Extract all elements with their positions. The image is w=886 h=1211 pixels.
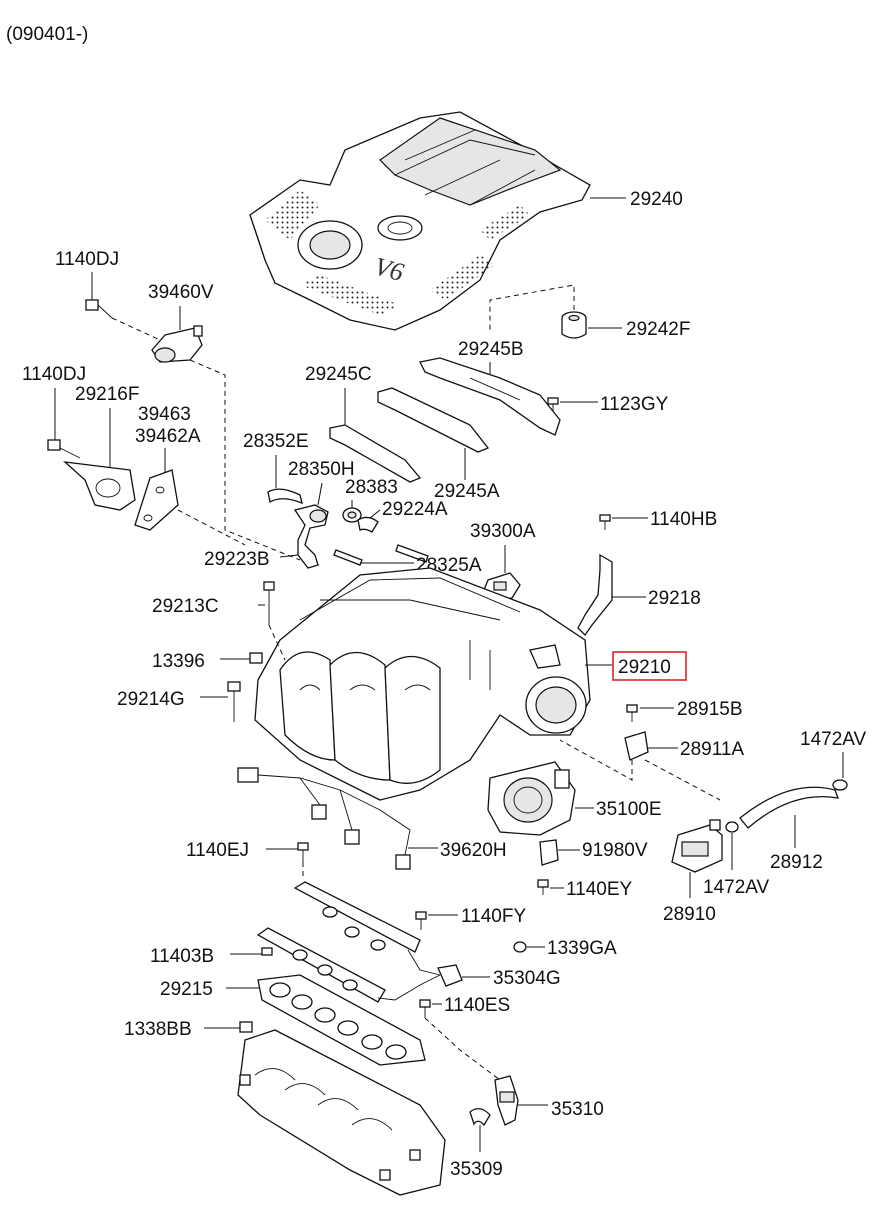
label-29245C: 29245C [305, 364, 372, 385]
bolt-1140HB [599, 514, 611, 530]
label-35304G: 35304G [493, 968, 561, 989]
gasket-39462A [134, 469, 179, 531]
label-1472AV-b: 1472AV [703, 877, 770, 898]
label-1140HB: 1140HB [650, 509, 717, 530]
label-28911A: 28911A [680, 739, 744, 760]
label-28912: 28912 [770, 852, 823, 873]
intake-manifold-29210 [254, 567, 591, 801]
grommet-29242F [561, 311, 587, 339]
label-28383: 28383 [345, 477, 398, 498]
throttle-body-35100E [487, 761, 576, 836]
bracket-29245C [329, 424, 422, 483]
bolt-1140DJ-a [85, 299, 113, 319]
label-35310: 35310 [551, 1099, 604, 1120]
stud-29213C [263, 581, 275, 625]
wiring-harness-39620H [237, 767, 411, 870]
bracket-29245A [377, 387, 490, 453]
fuel-rail [256, 881, 441, 1003]
clip-35309 [469, 1108, 491, 1127]
bolt-1140EJ [297, 842, 309, 862]
bracket-29218 [577, 553, 613, 637]
label-28915B: 28915B [677, 699, 743, 720]
label-1140DJ-a: 1140DJ [55, 249, 119, 270]
label-13396: 13396 [152, 651, 205, 672]
label-28910: 28910 [663, 904, 716, 925]
valve-28383 [342, 507, 362, 523]
stud-28325A [333, 544, 429, 566]
label-29216F: 29216F [75, 384, 139, 405]
bolt-29214G [227, 681, 241, 722]
nut-1338BB [239, 1021, 253, 1033]
nut-13396 [249, 652, 263, 664]
label-29210: 29210 [618, 657, 671, 678]
injector-35310 [494, 1075, 519, 1126]
bolt-1140DJ-b [47, 439, 81, 459]
label-39460V: 39460V [148, 282, 214, 303]
label-29240: 29240 [630, 189, 683, 210]
bolt-1123GY [547, 397, 559, 412]
nut-1339GA [513, 941, 527, 953]
label-39463: 39463 [138, 404, 191, 425]
label-29242F: 29242F [626, 319, 690, 340]
label-1140ES: 1140ES [444, 995, 510, 1016]
bracket-28911A [624, 731, 649, 761]
label-29224A: 29224A [382, 499, 448, 520]
valve-28910 [671, 819, 723, 873]
lower-intake-manifold [237, 1029, 446, 1196]
label-28350H: 28350H [288, 459, 355, 480]
bracket-29245B [419, 357, 561, 436]
clamp-1472AV-b [725, 821, 739, 833]
hose-28352E [267, 488, 303, 505]
bolt-1140ES [419, 999, 431, 1018]
label-1140EY: 1140EY [566, 879, 633, 900]
label-35100E: 35100E [596, 799, 662, 820]
bolt-11403B [261, 947, 273, 956]
hose-28912 [739, 786, 840, 829]
revision-code: (090401-) [6, 24, 88, 45]
label-39300A: 39300A [470, 521, 536, 542]
sensor-35304G [437, 964, 463, 987]
bracket-29216F [63, 461, 136, 511]
bolt-1140EY [537, 879, 549, 895]
label-1472AV-a: 1472AV [800, 729, 867, 750]
label-39462A: 39462A [135, 426, 201, 447]
bolt-1140FY [415, 911, 427, 930]
label-29214G: 29214G [117, 689, 185, 710]
label-29215: 29215 [160, 979, 213, 1000]
label-35309: 35309 [450, 1159, 503, 1180]
label-29218: 29218 [648, 588, 701, 609]
label-11403B: 11403B [150, 946, 214, 967]
label-1140DJ-b: 1140DJ [22, 364, 86, 385]
highlight-box-29210 [612, 651, 687, 681]
pcv-hose-28350H [293, 504, 329, 569]
label-1123GY: 1123GY [600, 394, 669, 415]
label-29245B: 29245B [458, 339, 524, 360]
label-1339GA: 1339GA [547, 938, 617, 959]
bolt-28915B [626, 704, 638, 722]
label-29245A: 29245A [434, 481, 500, 502]
bracket-91980V [539, 839, 559, 866]
label-1338BB: 1338BB [124, 1019, 192, 1040]
clip-29224A [357, 516, 379, 533]
solenoid-valve-39460V [151, 325, 203, 363]
label-29213C: 29213C [152, 596, 219, 617]
label-28352E: 28352E [243, 431, 309, 452]
clamp-1472AV-a [832, 779, 848, 791]
gasket-29215 [257, 974, 426, 1066]
engine-cover-29240: V6 [249, 111, 591, 331]
label-91980V: 91980V [582, 840, 648, 861]
label-29223B: 29223B [204, 549, 270, 570]
label-1140EJ: 1140EJ [186, 840, 249, 861]
label-1140FY: 1140FY [461, 906, 526, 927]
label-39620H: 39620H [440, 840, 507, 861]
